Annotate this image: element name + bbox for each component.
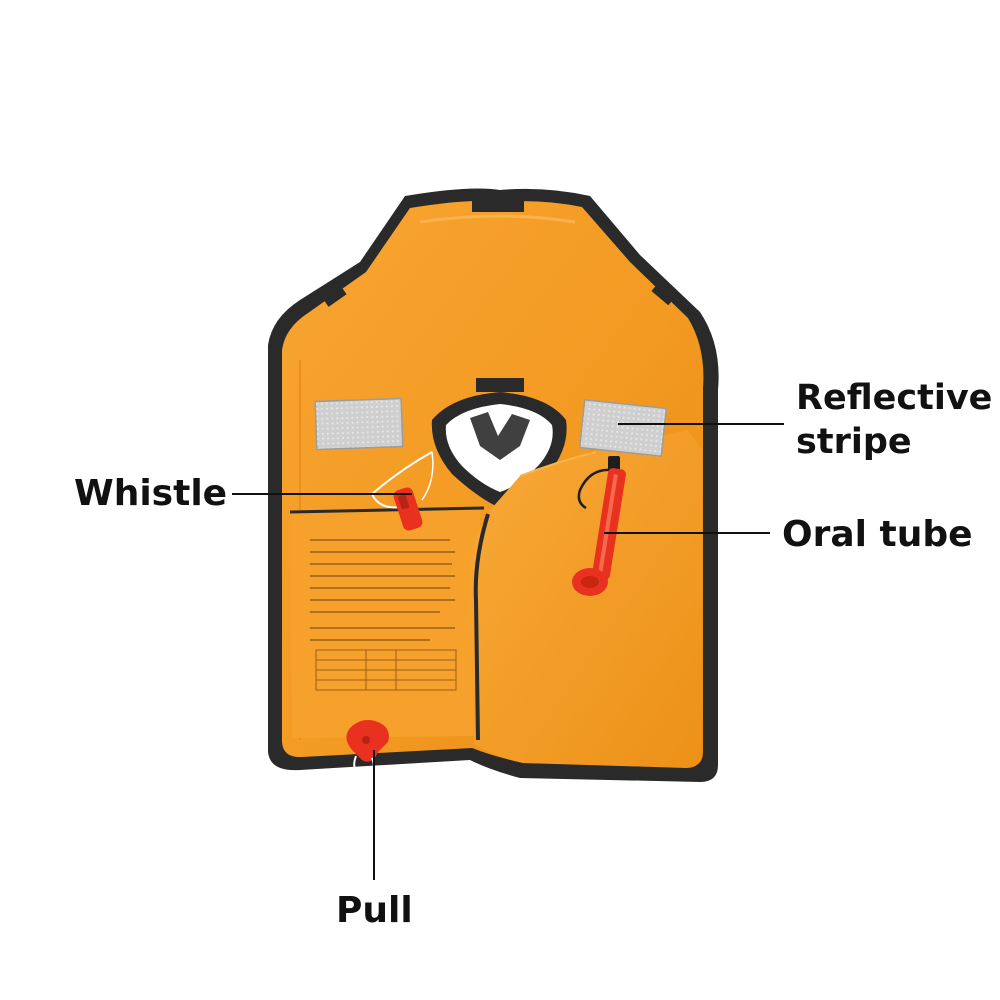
neck-opening [431,378,567,508]
callout-whistle: Whistle [74,473,228,514]
shoulder-tab-right [651,278,679,306]
instruction-panel [289,506,485,738]
reflective-stripe-right [578,399,668,457]
callout-oral-tube: Oral tube [782,514,973,555]
front-flap [469,430,702,768]
oral-tube [572,456,626,596]
reflective-stripe-left [314,397,404,451]
callout-reflective-line1: Reflective [796,378,993,418]
callout-reflective-stripe: Reflective stripe [796,376,992,464]
callout-pull: Pull [336,890,413,931]
callout-reflective-line2: stripe [796,422,912,462]
callout-lines [232,423,784,880]
shoulder-tab-top [472,194,524,212]
shoulder-tab-left [319,281,347,307]
